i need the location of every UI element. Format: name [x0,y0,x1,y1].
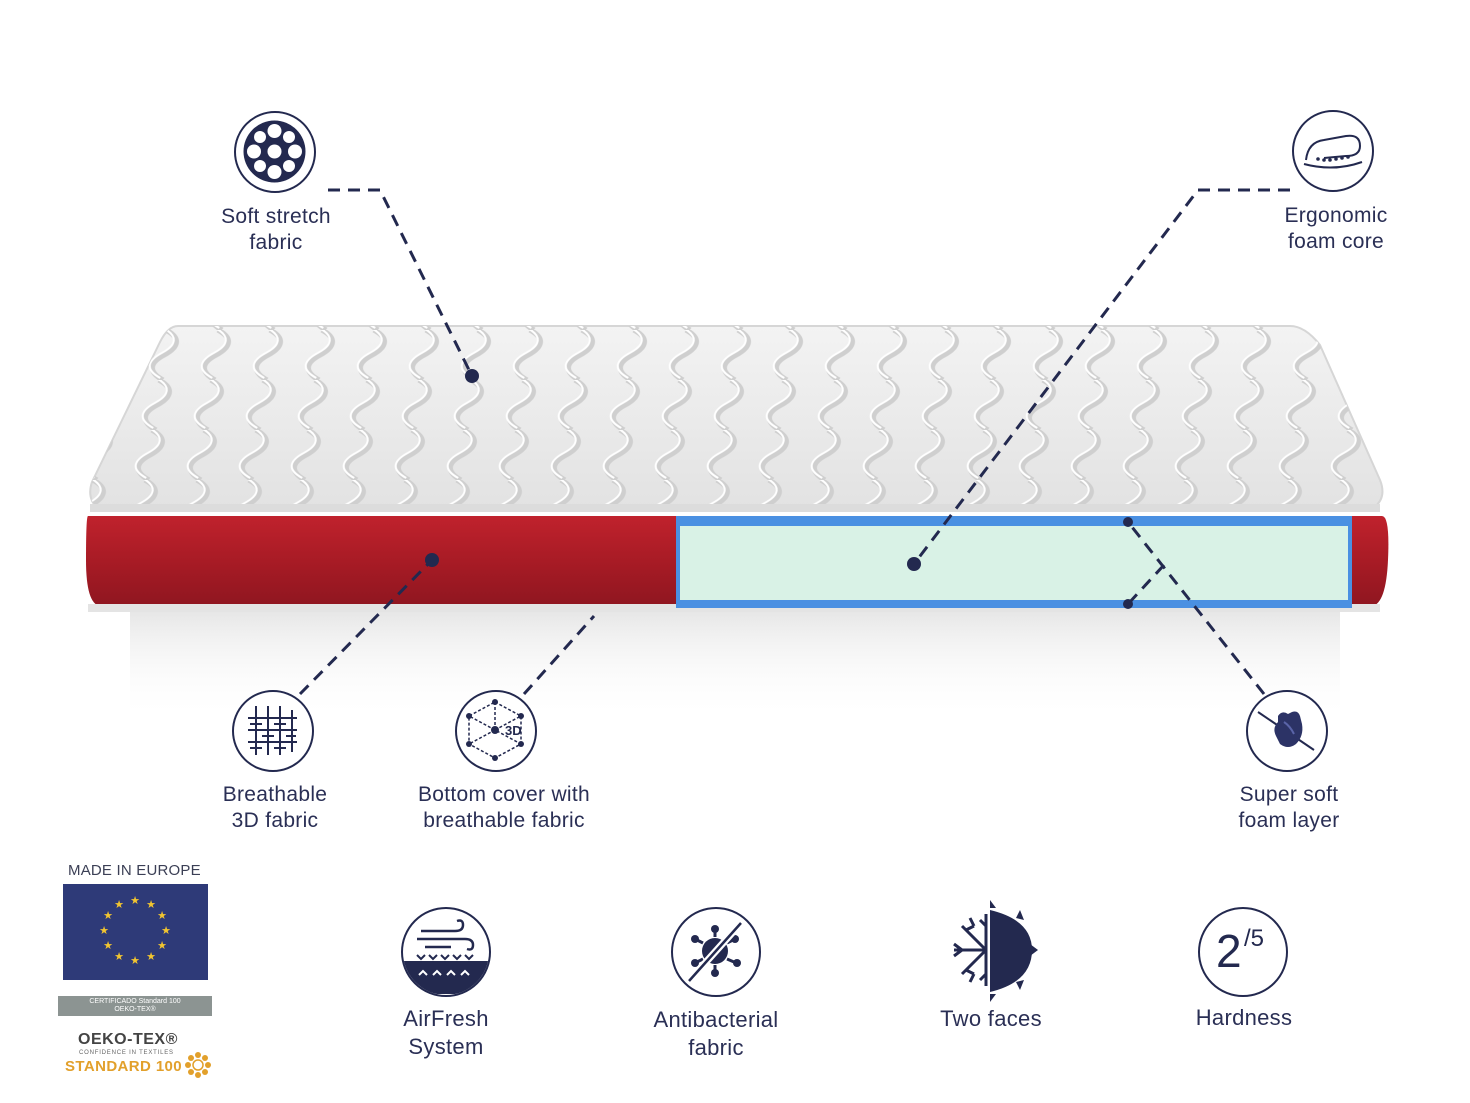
svg-text:★: ★ [103,939,113,952]
svg-text:★: ★ [103,909,113,922]
svg-text:★: ★ [157,909,167,922]
svg-text:★: ★ [99,924,109,937]
cube-3d-text: 3D [505,723,522,738]
certificate-ribbon: CERTIFICADO Standard 100 OEKO-TEX® [58,996,212,1016]
svg-text:★: ★ [161,924,171,937]
airfresh-label: AirFresh System [403,1006,489,1059]
airflow-icon [401,907,491,997]
antibacterial-label: Antibacterial fabric [653,1007,779,1060]
no-bacteria-icon [671,907,761,997]
hardness-value: 2 [1216,925,1242,977]
svg-text:★: ★ [114,898,124,911]
snow-sun-icon [940,896,1040,1006]
mesh-fabric-icon [232,690,314,772]
cube-3d-icon: 3D [455,690,537,772]
hardness-label: Hardness [1195,1005,1293,1030]
oeko-tex-standard: STANDARD 100 [65,1058,183,1075]
svg-text:★: ★ [114,950,124,963]
made-in-europe-title: MADE IN EUROPE [68,862,201,879]
super-soft-label: Super soft foam layer [1238,783,1340,832]
bottom-cover-label: Bottom cover with breathable fabric [418,783,590,832]
fabric-dots-icon [234,111,316,193]
hardness-rating-icon: 2 /5 [1198,907,1288,997]
ergonomic-label: Ergonomic foam core [1284,204,1388,253]
svg-text:★: ★ [146,898,156,911]
svg-text:★: ★ [130,894,140,907]
oeko-tex-subtitle: CONFIDENCE IN TEXTILES [79,1050,174,1056]
eu-flag-icon: ★★★ ★★★ ★★★ ★★★ [63,884,208,980]
breathable-label: Breathable 3D fabric [222,783,328,832]
svg-text:★: ★ [130,954,140,967]
oeko-tex-name: OEKO-TEX® [78,1031,178,1048]
svg-text:★: ★ [146,950,156,963]
oeko-tex-flower-icon [183,1050,213,1080]
soft-stretch-label: Soft stretch fabric [221,205,331,254]
svg-text:★: ★ [157,939,167,952]
hand-press-icon [1246,690,1328,772]
body-contour-icon [1292,110,1374,192]
hardness-max: /5 [1244,925,1265,952]
two-faces-label: Two faces [940,1006,1042,1031]
